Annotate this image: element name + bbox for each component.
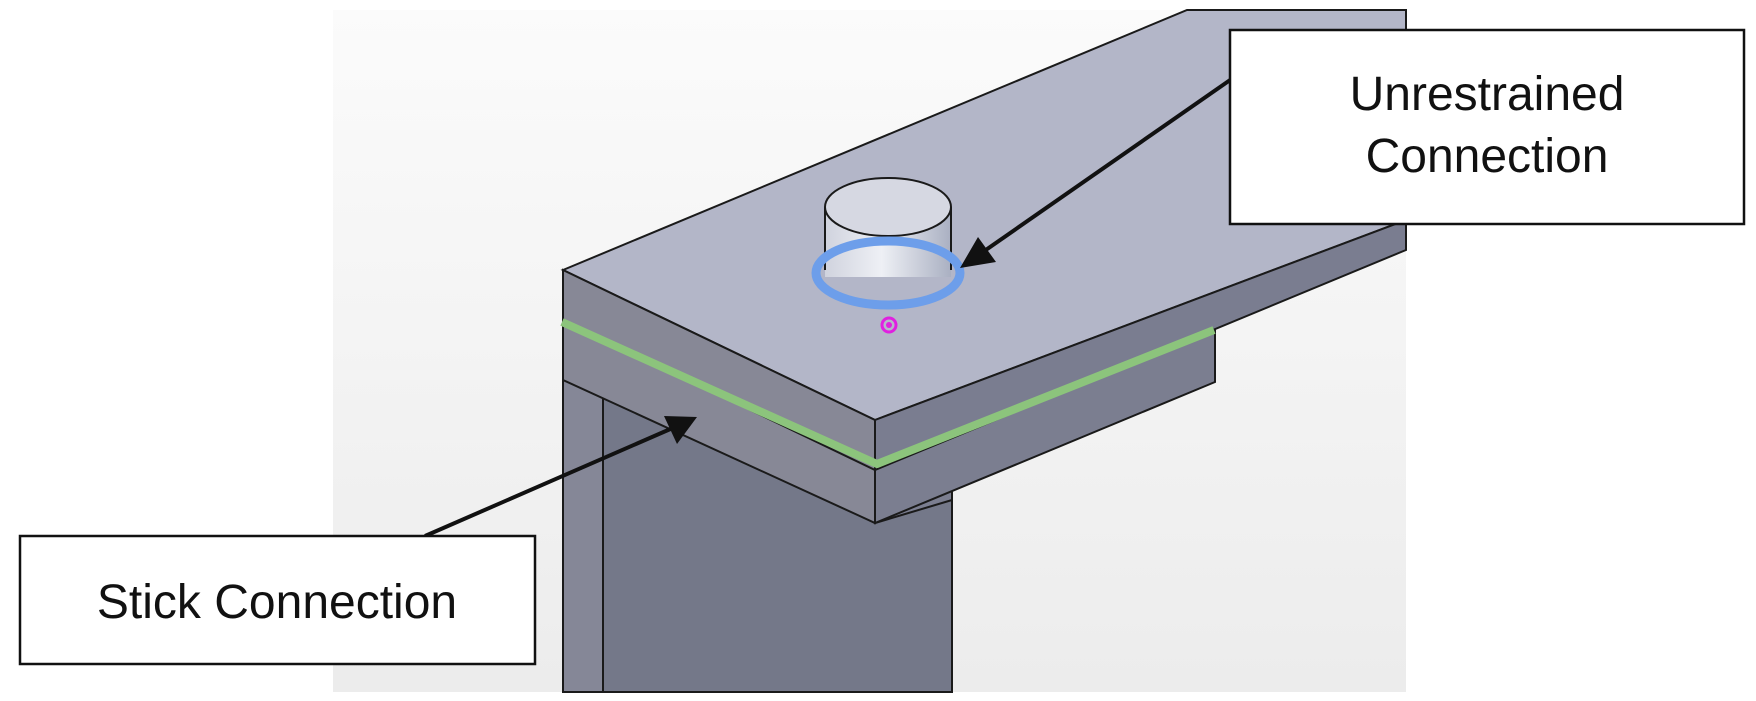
unrestrained-callout-line1: Unrestrained [1350,68,1625,121]
stick-callout-label: Stick Connection [97,576,457,629]
unrestrained-callout-line2: Connection [1366,130,1609,183]
upper-plate-side-face [874,218,1407,472]
stick-connection-callout: Stick Connection [18,534,537,666]
pin-bolt [811,177,965,310]
upper-plate [560,9,1407,472]
unrestrained-connection-callout: Unrestrained Connection [1228,28,1746,226]
stick-connection-highlight [560,318,1216,468]
pin-top [824,177,952,237]
unrestrained-callout-box [1228,28,1746,226]
unrestrained-leader-arrow [960,76,1235,268]
unrestrained-connection-highlight [811,236,965,310]
point-marker-icon [880,316,898,334]
stick-leader-arrow [424,416,697,538]
stick-callout-box [18,534,537,666]
